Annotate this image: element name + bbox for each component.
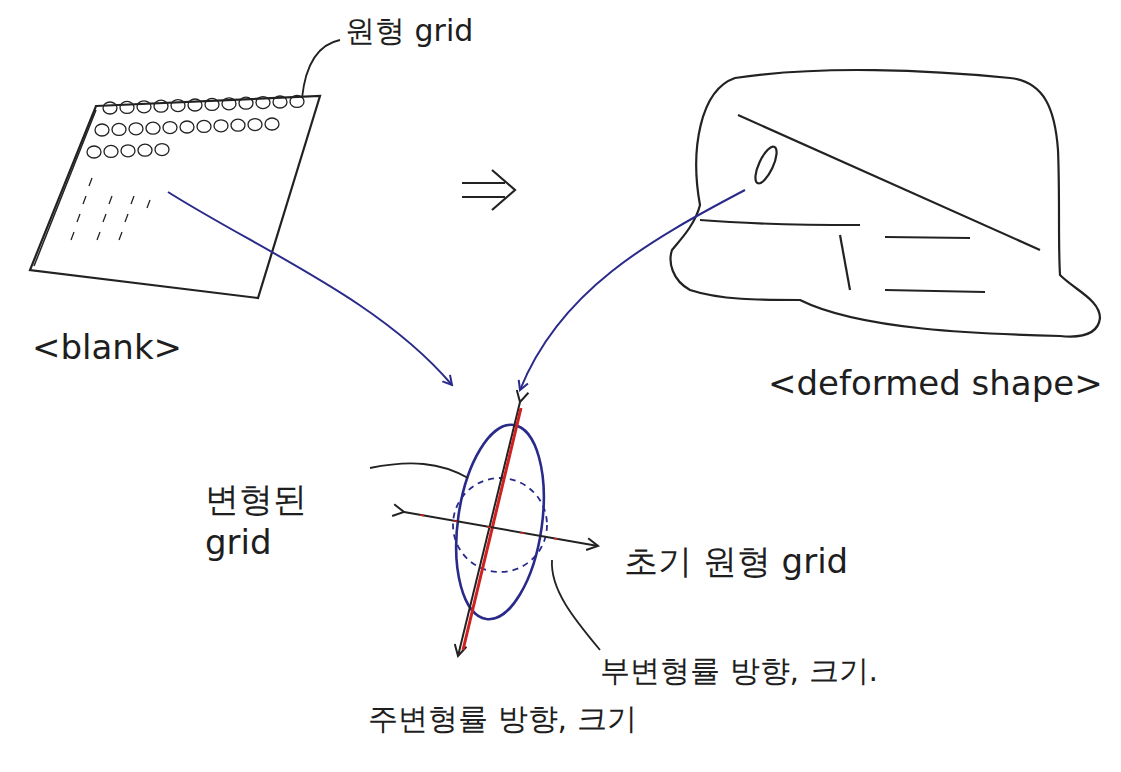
sketch-label: 원형 grid: [345, 12, 473, 50]
sketch-label: 주변형률 방향, 크기: [368, 700, 637, 738]
sketch-label: 초기 원형 grid: [624, 540, 848, 583]
blue-arrow: [520, 190, 745, 390]
sketch-label: 변형된 grid: [205, 478, 335, 563]
implies-arrow: [462, 170, 515, 210]
sketch-label: 부변형률 방향, 크기.: [600, 652, 878, 690]
sketch-label: <blank>: [32, 326, 182, 369]
leader-line: [302, 40, 340, 98]
sketch-label: <deformed shape>: [768, 362, 1103, 405]
deformed-shape: [671, 70, 1100, 337]
leader-line: [552, 560, 600, 650]
strain-ellipse: [404, 402, 598, 656]
leader-line: [370, 463, 468, 478]
blue-arrow: [168, 192, 452, 385]
